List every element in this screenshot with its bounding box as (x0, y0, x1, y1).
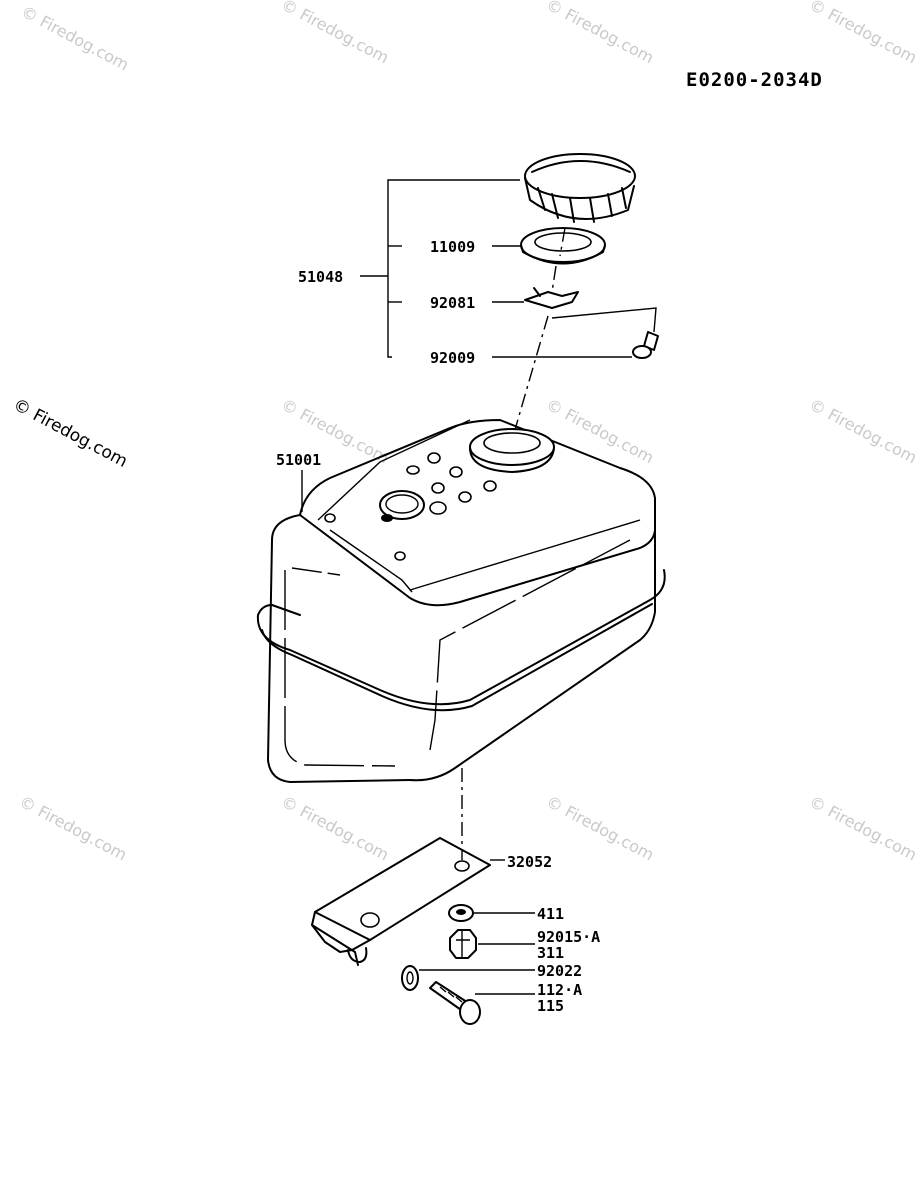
nut (449, 929, 477, 959)
center-line (511, 227, 566, 441)
ring-washer (401, 965, 419, 991)
fuel-tank (256, 419, 666, 783)
label-retainer: 92081 (430, 294, 475, 312)
screw (632, 331, 659, 359)
watermark: © Firedog.com (543, 0, 657, 67)
label-bolt-a: 112·A (537, 981, 582, 999)
watermark: © Firedog.com (278, 792, 392, 865)
assembly-bracket (360, 179, 632, 358)
bolt (429, 981, 481, 1025)
watermark-dark: © Firedog.com (10, 395, 131, 472)
label-screw: 92009 (430, 349, 475, 367)
fuel-cap (524, 153, 636, 223)
watermark: © Firedog.com (278, 0, 392, 67)
watermark: © Firedog.com (543, 395, 657, 468)
bracket-plate (311, 837, 491, 966)
label-nut-a: 92015·A (537, 928, 600, 946)
label-cap-assembly: 51048 (298, 268, 343, 286)
retainer (524, 287, 657, 333)
label-ring-washer: 92022 (537, 962, 582, 980)
part-labels: 51048 11009 92081 92009 51001 32052 411 … (276, 238, 600, 1015)
label-fuel-tank: 51001 (276, 451, 321, 469)
label-bracket: 32052 (507, 853, 552, 871)
label-bolt-b: 115 (537, 997, 564, 1015)
watermark: © Firedog.com (806, 792, 917, 865)
watermark: © Firedog.com (806, 395, 917, 468)
label-nut-b: 311 (537, 944, 564, 962)
lower-leaders (419, 859, 535, 995)
washer (448, 904, 474, 922)
watermark: © Firedog.com (18, 2, 132, 75)
diagram-code: E0200-2034D (686, 69, 823, 91)
label-washer: 411 (537, 905, 564, 923)
gasket (520, 227, 606, 265)
watermark: © Firedog.com (806, 0, 917, 67)
label-gasket: 11009 (430, 238, 475, 256)
watermark: © Firedog.com (16, 792, 130, 865)
watermarks: © Firedog.com © Firedog.com © Firedog.co… (10, 0, 917, 864)
watermark: © Firedog.com (543, 792, 657, 865)
